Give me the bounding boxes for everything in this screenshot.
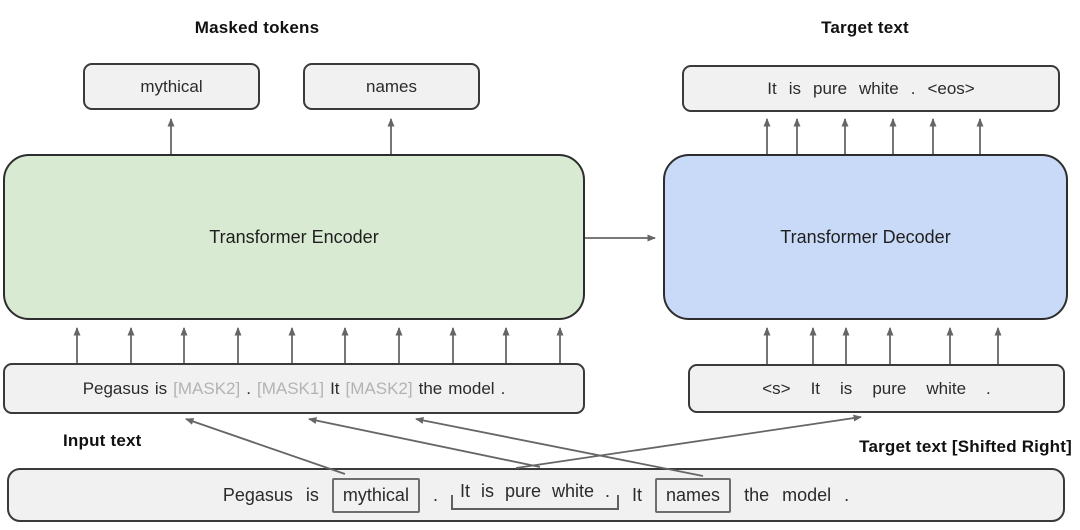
masked-token-box-names: names bbox=[303, 63, 480, 110]
encoder-output-arrows bbox=[167, 118, 395, 154]
token: is bbox=[840, 378, 853, 398]
token: model bbox=[448, 378, 495, 398]
decoder-output-arrows bbox=[763, 118, 984, 154]
token: [MASK1] bbox=[256, 378, 325, 398]
masked-token-box-mythical: mythical bbox=[83, 63, 260, 110]
token: It bbox=[767, 78, 777, 98]
decoder-input-arrows bbox=[763, 327, 1002, 364]
token: is bbox=[788, 78, 801, 98]
token: . bbox=[432, 484, 438, 505]
token: . bbox=[910, 78, 916, 98]
masked-token-mythical: mythical bbox=[140, 76, 203, 96]
token: . bbox=[500, 378, 506, 398]
token: the bbox=[418, 378, 443, 398]
token: . bbox=[986, 378, 991, 398]
target-text-shifted-label: Target text [Shifted Right] bbox=[859, 437, 1072, 456]
token: white bbox=[859, 78, 899, 98]
token: . bbox=[844, 484, 850, 505]
encoder-input-arrows bbox=[73, 327, 564, 363]
token: mythical bbox=[331, 477, 420, 513]
token: It bbox=[632, 484, 643, 505]
token: pure bbox=[872, 378, 907, 398]
transformer-encoder-box: Transformer Encoder bbox=[3, 154, 585, 320]
input-text-label: Input text bbox=[63, 431, 142, 450]
token: model bbox=[782, 484, 832, 505]
token: the bbox=[744, 484, 770, 505]
token: pure bbox=[813, 78, 848, 98]
transformer-decoder-label: Transformer Decoder bbox=[780, 226, 951, 247]
token: [MASK2] bbox=[173, 378, 241, 398]
token: Pegasus bbox=[82, 378, 149, 398]
token: It bbox=[330, 378, 340, 398]
transformer-decoder-box: Transformer Decoder bbox=[663, 154, 1068, 320]
token: . bbox=[246, 378, 251, 398]
masked-token-names: names bbox=[365, 76, 418, 96]
token: [MASK2] bbox=[345, 378, 413, 398]
token: Pegasus bbox=[222, 484, 293, 505]
token: <s> bbox=[762, 378, 791, 398]
token: It is pure white . bbox=[450, 481, 620, 510]
token: It bbox=[810, 378, 821, 398]
token: <eos> bbox=[927, 78, 975, 98]
token: is bbox=[154, 378, 168, 398]
masked-tokens-label: Masked tokens bbox=[194, 18, 320, 37]
target-text-label: Target text bbox=[821, 18, 909, 37]
token: names bbox=[655, 477, 732, 513]
token: is bbox=[305, 484, 319, 505]
token: white bbox=[926, 378, 967, 398]
transformer-encoder-label: Transformer Encoder bbox=[209, 226, 379, 247]
